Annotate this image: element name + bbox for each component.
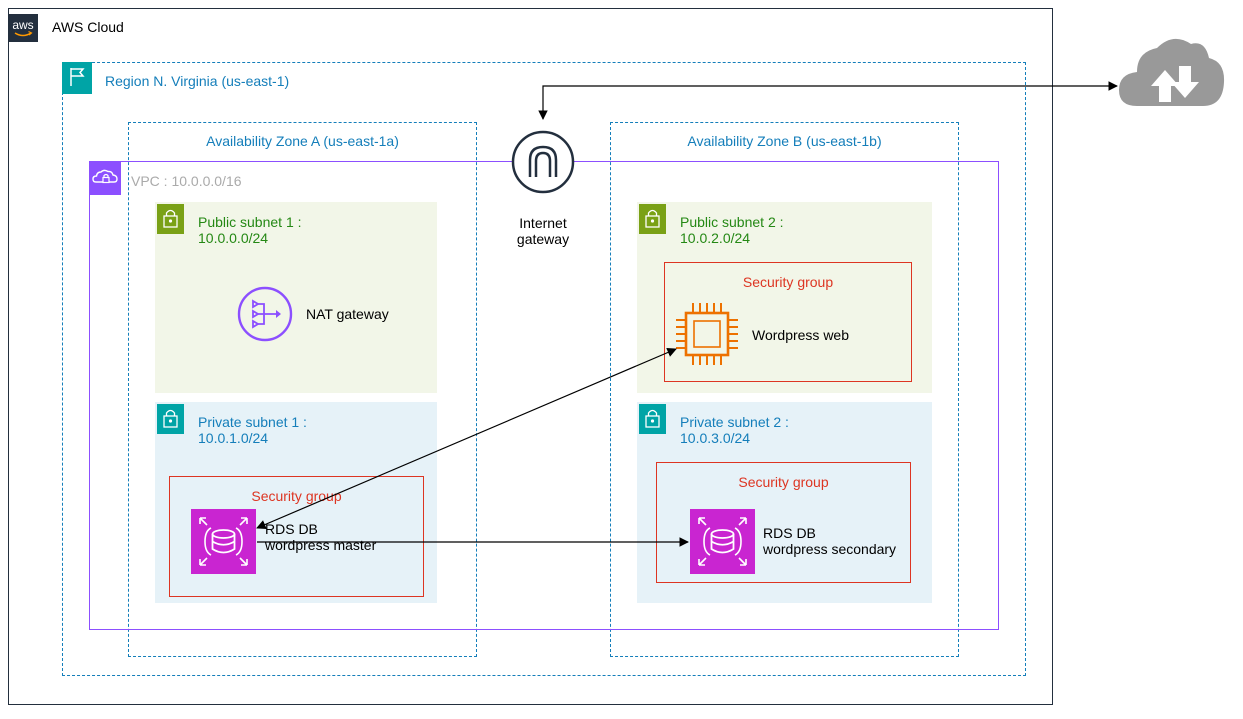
security-group-web-title: Security group: [742, 274, 834, 290]
lock-icon: [639, 204, 666, 234]
vpc-cloud-icon: [89, 161, 121, 195]
aws-cloud-title: AWS Cloud: [52, 19, 124, 35]
lock-icon: [157, 204, 184, 234]
rds-secondary-label: RDS DB wordpress secondary: [763, 525, 897, 557]
internet-gateway-label: Internet gateway: [516, 215, 570, 247]
private-subnet-2-title: Private subnet 2 : 10.0.3.0/24: [680, 414, 789, 446]
aws-logo-text: aws: [12, 18, 33, 32]
region-title: Region N. Virginia (us-east-1): [105, 73, 290, 89]
security-group-web: [664, 262, 912, 382]
rds-database-icon: [191, 509, 256, 574]
region-group: [62, 62, 1026, 676]
private-subnet-2: [637, 402, 932, 603]
ec2-instance-icon: [674, 301, 740, 367]
aws-cloud-group: [8, 8, 1053, 705]
vpc-title: VPC : 10.0.0.0/16: [131, 173, 242, 189]
public-subnet-2-title: Public subnet 2 : 10.0.2.0/24: [680, 214, 784, 246]
security-group-secondary-title: Security group: [738, 474, 829, 490]
availability-zone-b-title: Availability Zone B (us-east-1b): [687, 133, 882, 149]
availability-zone-a-title: Availability Zone A (us-east-1a): [206, 133, 399, 149]
connector-web-to-master: [256, 347, 677, 530]
public-subnet-1-title: Public subnet 1 : 10.0.0.0/24: [198, 214, 302, 246]
aws-logo-icon: aws: [8, 14, 38, 42]
public-subnet-2: [637, 202, 932, 393]
region-flag-icon: [62, 62, 92, 94]
internet-cloud-icon: [1117, 30, 1227, 110]
nat-gateway-icon: [236, 285, 294, 343]
internet-gateway-icon: [511, 130, 575, 194]
wordpress-web-label: Wordpress web: [752, 327, 850, 343]
rds-database-icon: [690, 509, 755, 574]
lock-icon: [157, 404, 184, 434]
nat-gateway-label: NAT gateway: [306, 306, 389, 322]
connector-igw-to-internet: [538, 81, 1118, 120]
